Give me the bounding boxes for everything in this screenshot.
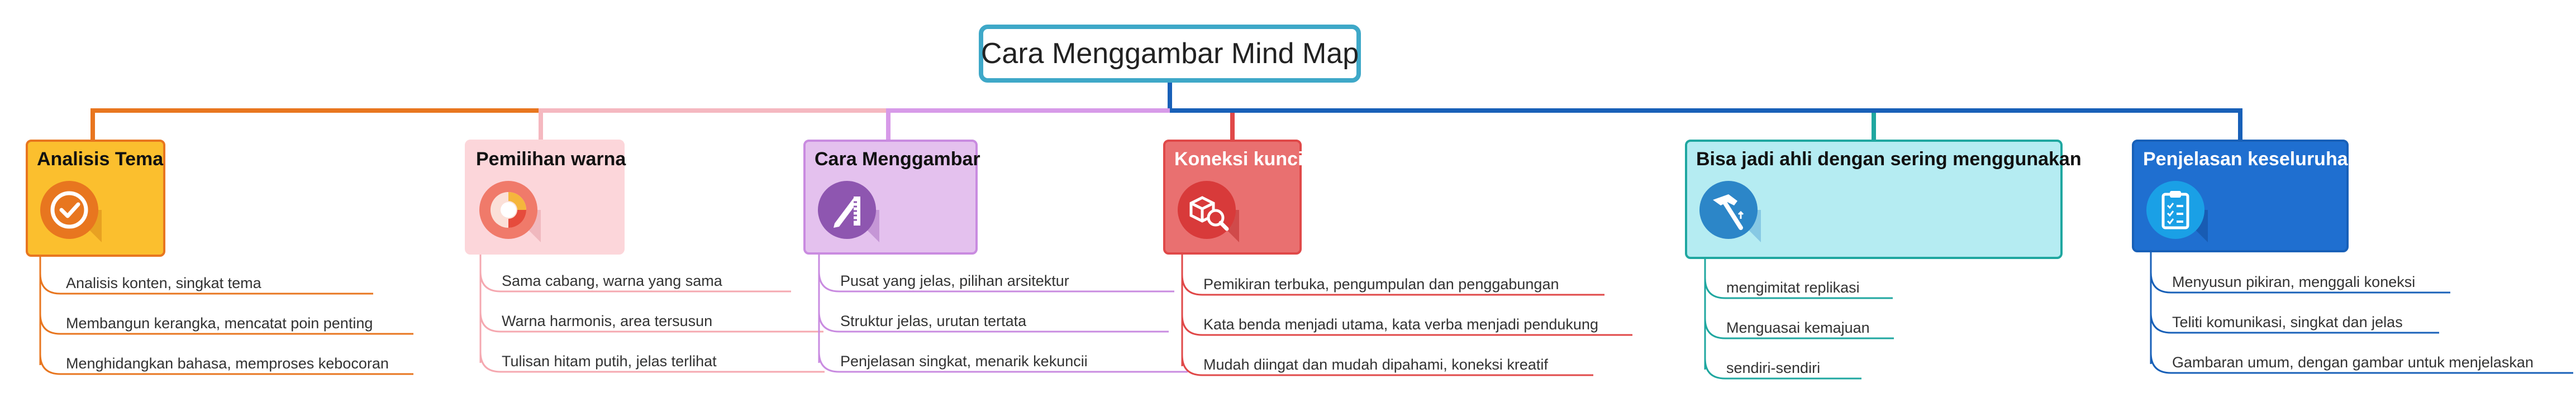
cube-magnifier-icon xyxy=(1174,178,1239,242)
subtopic-item[interactable]: Pusat yang jelas, pilihan arsitektur xyxy=(840,272,1069,289)
branch-topic-pemilihan-warna[interactable]: Pemilihan warna xyxy=(465,140,626,255)
connector-line xyxy=(818,311,840,333)
connector-line xyxy=(1704,358,1726,380)
connector-line xyxy=(39,313,61,335)
hammer-icon xyxy=(1696,178,1761,242)
branch-topic-title: Pemilihan warna xyxy=(476,148,626,170)
connector-line xyxy=(1181,354,1203,376)
connector-line xyxy=(39,273,61,295)
branch-topic-bisa-jadi-ahli[interactable]: Bisa jadi ahli dengan sering menggunakan xyxy=(1685,140,2082,259)
subtopic-item[interactable]: sendiri-sendiri xyxy=(1726,360,1821,376)
branch-topic-title: Koneksi kunci xyxy=(1174,148,1303,170)
connector-line xyxy=(1181,314,1203,336)
branch-topic-cara-menggambar[interactable]: Cara Menggambar xyxy=(803,140,980,255)
subtopic-item[interactable]: mengimitat replikasi xyxy=(1726,279,1860,296)
subtopic-item[interactable]: Warna harmonis, area tersusun xyxy=(502,313,713,329)
checkmark-icon xyxy=(37,178,102,242)
central-topic-title: Cara Menggambar Mind Map xyxy=(980,37,1359,70)
subtopic-item[interactable]: Teliti komunikasi, singkat dan jelas xyxy=(2172,314,2403,330)
branch-topic-title: Analisis Tema xyxy=(37,148,164,170)
subtopic-item[interactable]: Sama cabang, warna yang sama xyxy=(502,272,722,289)
branch-topic-title: Penjelasan keseluruhan xyxy=(2143,148,2360,170)
subtopic-item[interactable]: Menghidangkan bahasa, memproses kebocora… xyxy=(66,355,389,372)
branch-topic-koneksi-kunci[interactable]: Koneksi kunci xyxy=(1163,140,1303,255)
subtopic-item[interactable]: Struktur jelas, urutan tertata xyxy=(840,313,1027,329)
connector-line xyxy=(479,271,501,293)
central-topic[interactable]: Cara Menggambar Mind Map xyxy=(979,25,1361,83)
connector-line xyxy=(1704,318,1726,339)
connector-line xyxy=(818,351,840,373)
connector-line xyxy=(818,271,840,293)
subtopic-item[interactable]: Gambaran umum, dengan gambar untuk menje… xyxy=(2172,354,2534,371)
branch-topic-analisis-tema[interactable]: Analisis Tema xyxy=(26,140,165,257)
subtopic-item[interactable]: Menyusun pikiran, menggali koneksi xyxy=(2172,274,2416,290)
connector-line xyxy=(2150,352,2172,374)
connector-line xyxy=(479,351,501,373)
subtopic-item[interactable]: Penjelasan singkat, menarik kekuncii xyxy=(840,353,1088,370)
subtopic-item[interactable]: Mudah diingat dan mudah dipahami, koneks… xyxy=(1203,356,1548,373)
pencil-ruler-icon xyxy=(815,178,879,242)
subtopic-item[interactable]: Analisis konten, singkat tema xyxy=(66,275,261,291)
connector-line xyxy=(1704,277,1726,299)
branch-topic-penjelasan-keseluruhan[interactable]: Penjelasan keseluruhan xyxy=(2132,140,2360,252)
subtopic-item[interactable]: Tulisan hitam putih, jelas terlihat xyxy=(502,353,717,370)
connector-line xyxy=(2150,312,2172,334)
connector-line xyxy=(2150,272,2172,294)
subtopic-item[interactable]: Kata benda menjadi utama, kata verba men… xyxy=(1203,316,1598,333)
subtopic-item[interactable]: Pemikiran terbuka, pengumpulan dan pengg… xyxy=(1203,276,1559,293)
subtopic-item[interactable]: Membangun kerangka, mencatat poin pentin… xyxy=(66,315,373,332)
branch-topic-title: Cara Menggambar xyxy=(815,148,980,170)
color-wheel-icon xyxy=(476,178,541,242)
connector-line xyxy=(39,353,61,375)
clipboard-checklist-icon xyxy=(2143,178,2208,242)
connector-line xyxy=(1181,274,1203,296)
branch-topic-title: Bisa jadi ahli dengan sering menggunakan xyxy=(1696,148,2082,170)
subtopic-item[interactable]: Menguasai kemajuan xyxy=(1726,319,1870,336)
connector-line xyxy=(479,311,501,333)
